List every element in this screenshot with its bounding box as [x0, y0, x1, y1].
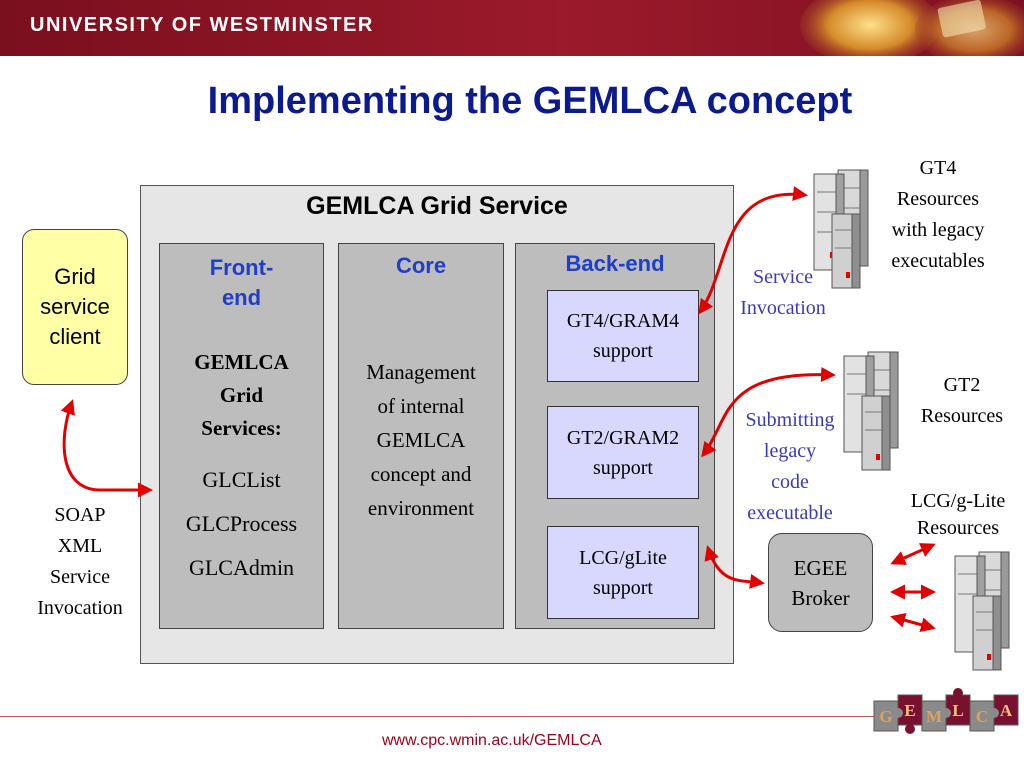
- logo-letter: G: [879, 707, 892, 726]
- broker-to-lcg-arrow-1: [890, 543, 936, 565]
- services-title-line: GEMLCA: [194, 350, 289, 374]
- soap-line: Invocation: [37, 597, 123, 619]
- label-line: Resources: [920, 405, 1004, 427]
- label-line: Resources: [916, 517, 1000, 539]
- service-item-glcprocess: GLCProcess: [185, 511, 298, 536]
- core-desc-line: concept and: [370, 462, 472, 486]
- label-line: GT2: [943, 374, 981, 396]
- client-line: Grid: [54, 264, 96, 289]
- soap-line: SOAP: [54, 504, 106, 526]
- gt2-server-icon: [843, 351, 899, 471]
- page-title: Implementing the GEMLCA concept: [207, 80, 853, 122]
- soap-line: XML: [57, 535, 103, 557]
- services-title-line: Grid: [219, 383, 264, 407]
- client-to-frontend-arrow: [60, 399, 153, 498]
- frontend-heading-line: end: [221, 285, 262, 310]
- broker-line: EGEE: [793, 555, 848, 580]
- logo-letter: L: [952, 701, 963, 720]
- gt2-resources-label: GT2 Resources: [902, 370, 1022, 432]
- client-line: client: [49, 324, 101, 349]
- gt4-server-icon: [813, 169, 869, 289]
- label-line: GT4: [919, 157, 957, 179]
- backend-heading: Back-end: [565, 251, 665, 276]
- egee-broker-box: EGEE Broker: [768, 533, 873, 632]
- label-line: code: [771, 471, 809, 493]
- logo-letter: C: [976, 707, 988, 726]
- services-title-line: Services:: [201, 416, 282, 440]
- soap-xml-invocation-label: SOAP XML Service Invocation: [18, 500, 142, 624]
- grid-service-client-box: Grid service client: [22, 229, 128, 385]
- frontend-heading: Front- end: [159, 253, 324, 313]
- core-desc-line: of internal: [377, 394, 465, 418]
- box-line: GT4/GRAM4: [566, 310, 680, 332]
- label-line: LCG/g-Lite: [910, 490, 1006, 512]
- gt4-service-invocation-arrow: [698, 186, 808, 315]
- server-tower: [813, 169, 869, 289]
- broker-line: Broker: [791, 585, 850, 610]
- banner-decoration-image: [800, 0, 1024, 56]
- core-desc-line: environment: [367, 496, 475, 520]
- footer-url-link[interactable]: www.cpc.wmin.ac.uk/GEMLCA: [382, 732, 602, 749]
- core-column: [338, 243, 504, 629]
- core-heading: Core: [395, 253, 447, 278]
- logo-letter: A: [1000, 701, 1013, 720]
- broker-to-lcg-arrow-3: [890, 612, 936, 633]
- core-desc-line: GEMLCA: [376, 428, 466, 452]
- box-line: support: [592, 576, 653, 599]
- lcg-glite-resources-label: LCG/g-Lite Resources: [893, 488, 1023, 542]
- frontend-heading-line: Front-: [209, 255, 274, 280]
- university-name: UNIVERSITY OF WESTMINSTER: [30, 14, 374, 36]
- frontend-service-list: GLCList GLCProcess GLCAdmin: [159, 458, 324, 590]
- client-line: service: [40, 294, 110, 319]
- logo-letter: M: [926, 707, 942, 726]
- gemlca-grid-service-title: GEMLCA Grid Service: [306, 192, 568, 220]
- service-item-glcadmin: GLCAdmin: [188, 555, 295, 580]
- frontend-services-title: GEMLCA Grid Services:: [159, 346, 324, 445]
- box-line: support: [592, 456, 653, 479]
- logo-letter: E: [904, 701, 915, 720]
- footer-divider: [0, 716, 880, 717]
- frontend-column: [159, 243, 324, 629]
- box-line: GT2/GRAM2: [566, 426, 680, 449]
- gt2-submitting-arrow: [701, 366, 836, 458]
- label-line: executables: [891, 250, 985, 272]
- core-desc-line: Management: [366, 360, 476, 384]
- gt2-gram2-support-box: GT2/GRAM2 support: [547, 406, 699, 499]
- box-line: LCG/gLite: [579, 546, 667, 569]
- gemlca-puzzle-logo: G E M L C A: [873, 688, 1019, 734]
- gt4-gram4-support-box: GT4/GRAM4 support: [547, 290, 699, 382]
- soap-line: Service: [50, 566, 110, 588]
- label-line: with legacy: [891, 219, 985, 241]
- lcg-to-broker-arrow: [704, 545, 765, 589]
- label-line: Resources: [896, 188, 980, 210]
- core-description: Management of internal GEMLCA concept an…: [338, 355, 504, 525]
- label-line: executable: [747, 502, 833, 524]
- gt4-resources-label: GT4 Resources with legacy executables: [872, 153, 1004, 277]
- box-line: support: [592, 340, 653, 362]
- service-item-glclist: GLCList: [202, 467, 281, 492]
- lcg-server-icon: [954, 551, 1010, 671]
- lcg-glite-support-box: LCG/gLite support: [547, 526, 699, 619]
